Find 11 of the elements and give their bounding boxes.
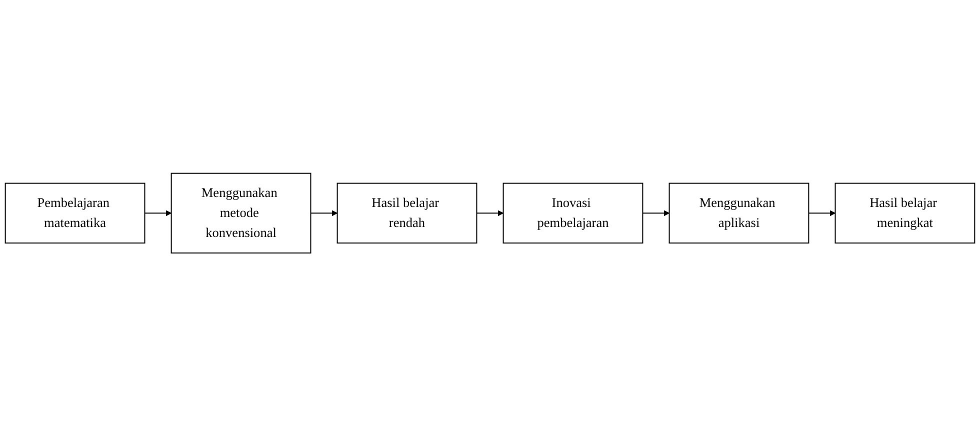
node-box: Menggunakan aplikasi	[668, 182, 810, 244]
node-box: Hasil belajar meningkat	[834, 182, 976, 244]
node-box: Hasil belajar rendah	[336, 182, 478, 244]
arrow	[642, 210, 670, 216]
arrow	[310, 210, 338, 216]
arrow	[144, 210, 172, 216]
node-box: Menggunakan metode konvensional	[170, 172, 312, 254]
node-box: Inovasi pembelajaran	[502, 182, 644, 244]
arrow	[808, 210, 836, 216]
node-box: Pembelajaran matematika	[4, 182, 146, 244]
arrow	[476, 210, 504, 216]
